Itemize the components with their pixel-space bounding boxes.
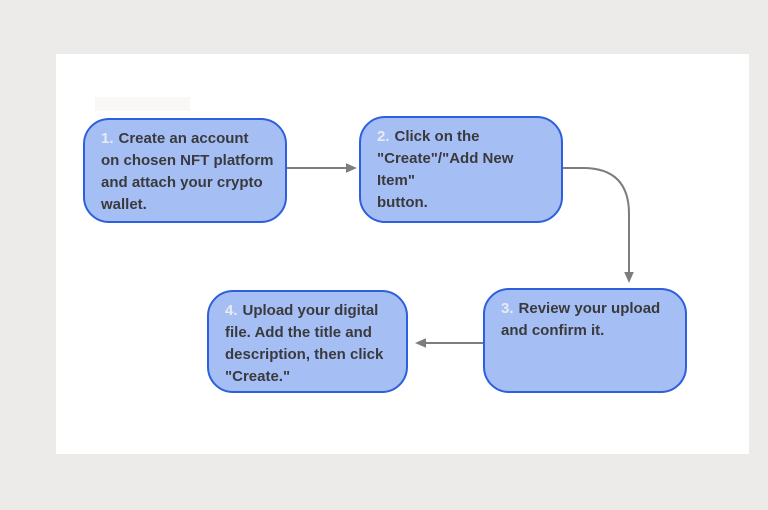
step-text: Click on the "Create"/"Add New Item" but… [377, 128, 514, 211]
step-text: Upload your digital file. Add the title … [225, 302, 384, 385]
step-number: 1. [101, 130, 114, 147]
faint-artifact [95, 97, 190, 111]
step-text: Create an account on chosen NFT platform… [101, 130, 274, 213]
step-text: Review your upload and confirm it. [501, 300, 661, 339]
step-number: 4. [225, 302, 238, 319]
step-box-2: 2.Click on the "Create"/"Add New Item" b… [359, 116, 563, 223]
step-box-3: 3.Review your upload and confirm it. [483, 288, 687, 393]
step-box-1: 1.Create an account on chosen NFT platfo… [83, 118, 287, 223]
flowchart-canvas [56, 54, 749, 454]
step-box-4: 4.Upload your digital file. Add the titl… [207, 290, 408, 393]
step-number: 3. [501, 300, 514, 317]
step-number: 2. [377, 128, 390, 145]
